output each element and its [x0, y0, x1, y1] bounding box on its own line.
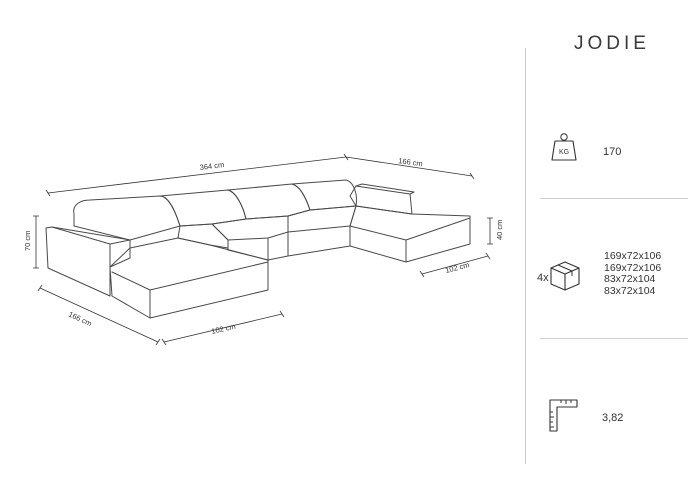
weight-kg-icon: KG	[551, 132, 577, 167]
right-armrest	[349, 185, 413, 215]
dim-line-left-chaise	[163, 313, 283, 343]
back-cushion-4	[291, 179, 357, 211]
package-size: 169x72x106	[604, 250, 662, 262]
left-chaise	[109, 237, 269, 319]
separator-2	[540, 338, 688, 339]
panel-divider	[525, 48, 526, 464]
product-title: JODIE	[574, 33, 650, 54]
seat-height-label: 40 cm	[495, 220, 504, 240]
package-size: 169x72x106	[604, 261, 662, 274]
weight-icon-label: KG	[559, 149, 569, 156]
sofa-drawing: 364 cm 166 cm 70 cm 166 cm 102 cm 40 cm …	[23, 153, 504, 346]
left-armrest	[45, 226, 131, 297]
dim-line-total-width	[47, 156, 347, 194]
left-depth-label: 166 cm	[67, 310, 93, 329]
right-chaise	[349, 205, 471, 263]
package-count: 4x	[537, 272, 549, 284]
package-size: 83x72x104	[604, 284, 656, 297]
volume-ruler-icon	[549, 399, 579, 438]
left-chaise-seam	[111, 261, 269, 291]
package-size: 83x72x104	[604, 273, 656, 285]
weight-value: 170	[603, 146, 622, 158]
dim-line-right-chaise	[421, 255, 489, 275]
total-width-label: 364 cm	[199, 160, 225, 172]
dim-line-left-depth	[39, 287, 159, 343]
left-chaise-width-label: 102 cm	[210, 322, 236, 336]
dim-line-right-depth	[345, 156, 473, 177]
volume-value: 3,82	[602, 412, 624, 424]
separator-1	[540, 198, 688, 199]
right-depth-label: 166 cm	[398, 156, 424, 168]
right-chaise-width-label: 102 cm	[444, 260, 470, 275]
seat-cushion-1	[177, 223, 229, 249]
box-icon	[548, 259, 582, 298]
seat-cushion-2	[211, 215, 289, 241]
seat-cushion-3	[287, 205, 357, 233]
height-label: 70 cm	[23, 231, 32, 251]
package-size-list: 169x72x106 169x72x106 83x72x104 83x72x10…	[604, 250, 662, 297]
